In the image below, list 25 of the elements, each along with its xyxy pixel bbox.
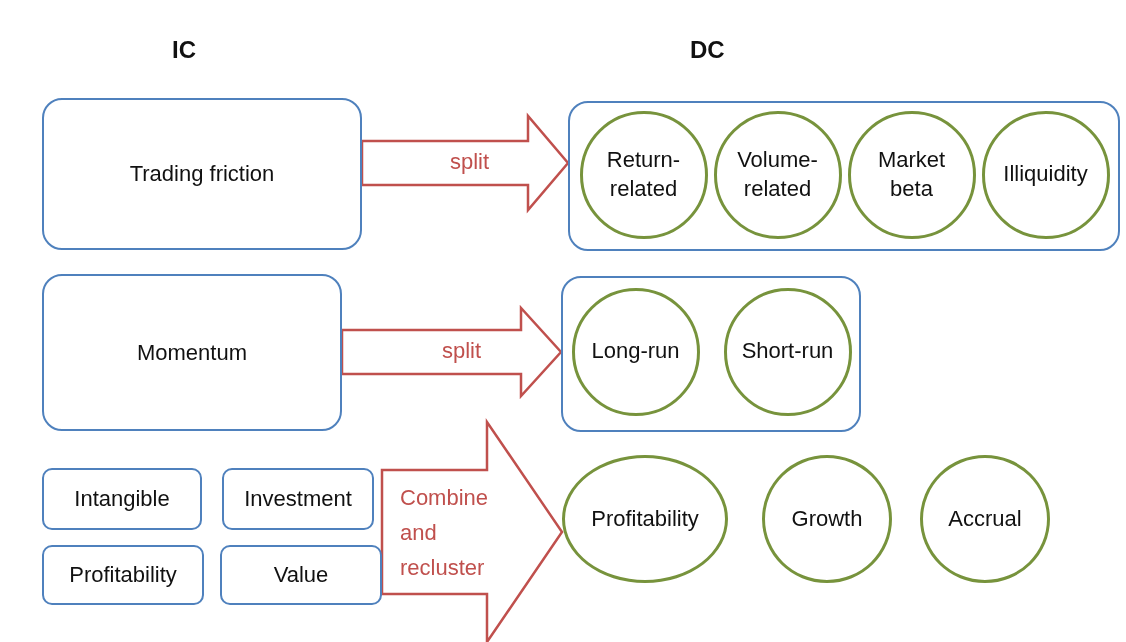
- factor-circle: Growth: [762, 455, 892, 583]
- factor-circle: Accrual: [920, 455, 1050, 583]
- block-arrow: [380, 417, 564, 642]
- category-box: Investment: [222, 468, 374, 530]
- column-heading: DC: [690, 36, 725, 64]
- factor-circle: Long-run: [571, 287, 700, 416]
- category-box: Trading friction: [42, 98, 362, 250]
- edge-label: split: [442, 337, 482, 365]
- factor-circle: Short-run: [723, 287, 852, 416]
- factor-circle: Return-related: [579, 110, 708, 239]
- edge-label: Combine and recluster: [400, 484, 490, 583]
- group-box: [561, 276, 861, 432]
- category-box: Momentum: [42, 274, 342, 431]
- column-heading: IC: [172, 36, 196, 64]
- factor-circle: Volume-related: [713, 110, 842, 239]
- category-box: Value: [220, 545, 382, 605]
- factor-circle: Market beta: [847, 110, 976, 239]
- group-box: [568, 101, 1120, 251]
- edge-label: split: [450, 148, 490, 176]
- category-box: Intangible: [42, 468, 202, 530]
- category-box: Profitability: [42, 545, 204, 605]
- factor-circle: Profitability: [562, 455, 728, 583]
- block-arrow: [360, 112, 570, 214]
- factor-circle: Illiquidity: [981, 110, 1110, 239]
- block-arrow: [340, 304, 563, 400]
